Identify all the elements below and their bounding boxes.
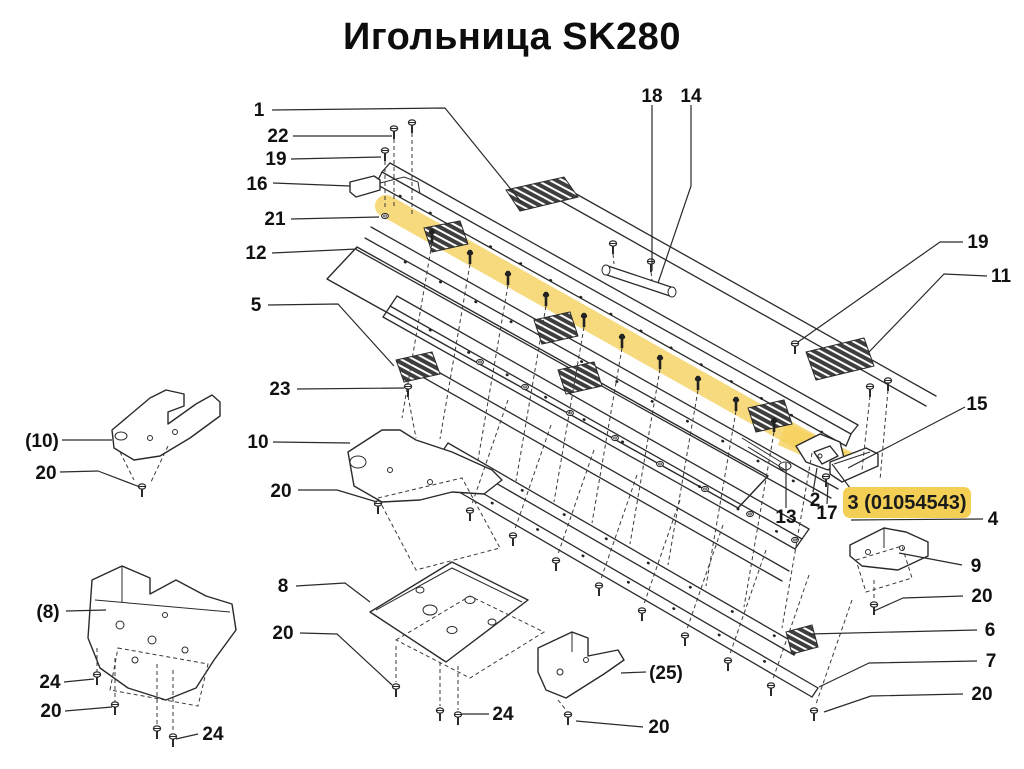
part-7-rail [453, 479, 819, 698]
part-10-bracket-mid [347, 429, 503, 571]
comb-band-left [423, 220, 469, 253]
callout-3-highlighted: 3 (01054543) [848, 492, 967, 514]
comb-part-11 [805, 337, 875, 381]
callout-6: 6 [985, 620, 996, 641]
leader-lines [59, 105, 988, 740]
part-25-bracket [537, 631, 625, 711]
callout-20-f: 20 [971, 586, 992, 607]
part-10-bracket-left [111, 389, 221, 485]
comb-top [505, 176, 579, 212]
callout-11: 11 [991, 266, 1012, 287]
callout-20-g: 20 [971, 684, 992, 705]
highlighted-callout-3: 3 (01054543) [843, 487, 971, 518]
callout-1: 1 [254, 100, 265, 121]
comb-rail-6-end [785, 624, 819, 655]
callout-20-d: 20 [272, 623, 293, 644]
callout-19-left: 19 [265, 149, 286, 170]
needle-combs [395, 176, 875, 655]
callout-13: 13 [775, 507, 796, 528]
callout-17: 17 [816, 503, 837, 524]
part-8-plate-mid [369, 561, 546, 710]
callout-20-c: 20 [40, 701, 61, 722]
callout-2: 2 [810, 490, 821, 511]
dashed-guides [384, 133, 889, 705]
comb-part-5 [395, 351, 441, 383]
callout-21: 21 [264, 209, 286, 230]
part-9-bracket [849, 527, 929, 600]
callout-4: 4 [988, 509, 999, 530]
comb-mid-2 [557, 361, 603, 395]
callout-24-a: 24 [39, 672, 61, 693]
callout-19-right: 19 [967, 232, 988, 253]
callout-16: 16 [246, 174, 267, 195]
callout-12: 12 [245, 243, 266, 264]
callout-23: 23 [269, 379, 290, 400]
page-title: Игольница SK280 [343, 16, 681, 58]
callout-18: 18 [641, 86, 662, 107]
callout-20-a: 20 [35, 463, 56, 484]
comb-right-1 [747, 399, 793, 433]
callout-22: 22 [267, 126, 288, 147]
callout-5: 5 [251, 295, 262, 316]
callout-8: 8 [278, 576, 289, 597]
callout-7: 7 [986, 651, 997, 672]
callout-20-b: 20 [270, 481, 291, 502]
callout-20-e: 20 [648, 717, 669, 738]
part-18-link [601, 264, 677, 298]
part-labels: 1 22 19 16 21 12 5 23 10 (10) 20 20 8 (8… [25, 86, 1011, 745]
comb-mid-1 [533, 311, 579, 345]
highlight-label-box [843, 487, 971, 518]
callout-15: 15 [966, 394, 988, 415]
callout-9: 9 [971, 556, 982, 577]
callout-24-b: 24 [202, 724, 224, 745]
callout-24-c: 24 [492, 704, 514, 725]
callout-10-paren: (10) [25, 431, 59, 452]
callout-8-paren: (8) [36, 602, 59, 623]
callout-10: 10 [247, 432, 268, 453]
part-16-handle [349, 175, 421, 198]
part-8-bracket-left [87, 565, 237, 732]
callout-14: 14 [680, 86, 702, 107]
callout-25-paren: (25) [649, 663, 683, 684]
